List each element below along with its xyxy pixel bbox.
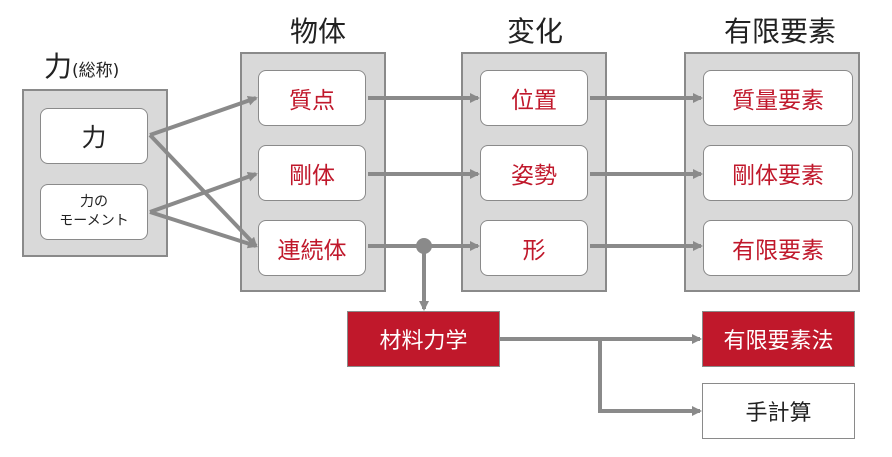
rigid-element-node: 剛体要素 bbox=[703, 145, 853, 201]
arrow-moment-to-continuum bbox=[149, 210, 258, 249]
force-node-label: 力 bbox=[81, 123, 107, 152]
position-node: 位置 bbox=[480, 70, 588, 126]
change-heading: 変化 bbox=[506, 15, 563, 48]
finite-element-node: 有限要素 bbox=[703, 220, 853, 276]
branch-junction-dot bbox=[416, 238, 432, 254]
continuum-node: 連続体 bbox=[258, 220, 366, 276]
force-heading-note: (総称) bbox=[72, 61, 120, 81]
attitude-node: 姿勢 bbox=[480, 145, 588, 201]
moment-node-line2: モーメント bbox=[59, 213, 129, 229]
fem-method-box: 有限要素法 bbox=[702, 311, 855, 367]
arrow-moment-to-rigid bbox=[149, 171, 258, 214]
force-heading-label: 力 bbox=[44, 50, 73, 83]
arrow-force-to-continuum bbox=[148, 133, 258, 248]
moment-node: 力の モーメント bbox=[40, 184, 148, 240]
shape-node: 形 bbox=[480, 220, 588, 276]
force-node: 力 bbox=[40, 108, 148, 164]
mass-element-node: 質量要素 bbox=[703, 70, 853, 126]
fem-heading: 有限要素 bbox=[723, 15, 836, 48]
moment-node-line1: 力の bbox=[80, 194, 108, 210]
force-heading: 力(総称) bbox=[44, 45, 119, 85]
arrow-material-to-hand-calc bbox=[598, 339, 702, 416]
hand-calc-box: 手計算 bbox=[702, 383, 855, 439]
point-mass-node: 質点 bbox=[258, 70, 366, 126]
rigid-body-node: 剛体 bbox=[258, 145, 366, 201]
material-mechanics-box: 材料力学 bbox=[347, 311, 500, 367]
arrow-force-to-point bbox=[149, 95, 258, 137]
body-heading: 物体 bbox=[289, 15, 346, 48]
